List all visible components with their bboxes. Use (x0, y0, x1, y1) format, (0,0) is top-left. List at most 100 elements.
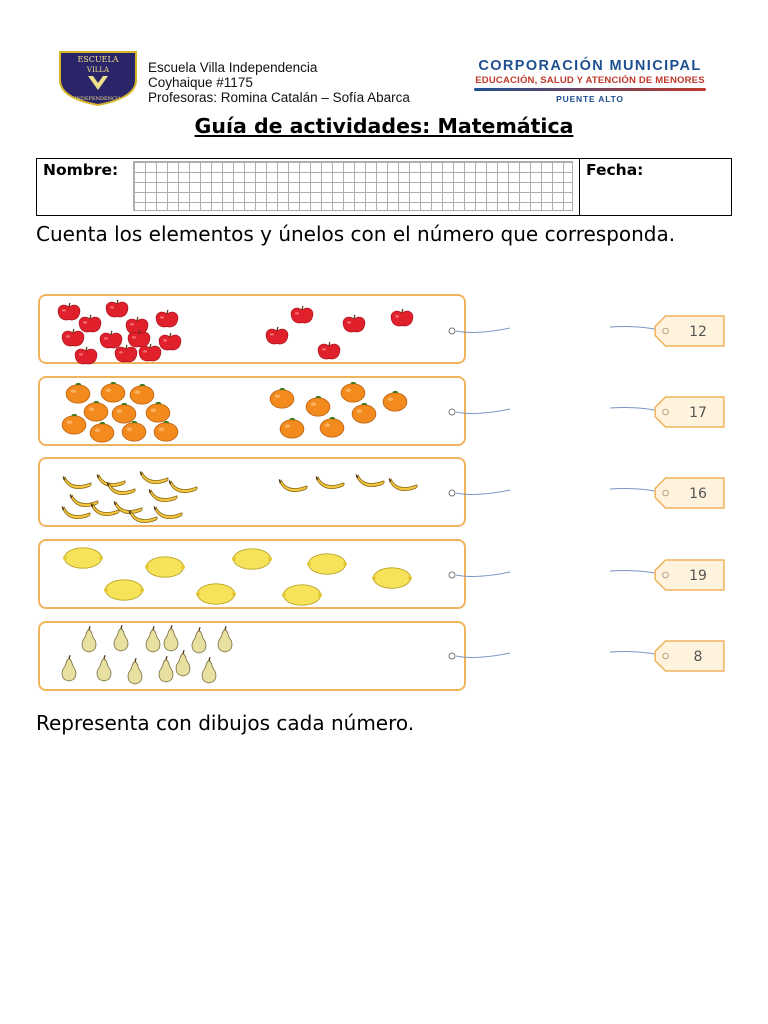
apple-icon (138, 343, 162, 362)
tag-number[interactable]: 12 (689, 324, 707, 340)
orange-icon (61, 413, 87, 435)
lemon-icon (195, 583, 237, 605)
orange-icon (129, 383, 155, 405)
pear-icon (217, 626, 233, 653)
corp-place: PUENTE ALTO (556, 94, 624, 104)
lemon-icon (281, 584, 323, 606)
pear-icon (158, 656, 174, 683)
date-cell[interactable]: Fecha: (580, 159, 731, 215)
name-date-table: Nombre: Fecha: (36, 158, 732, 216)
apple-icon (78, 314, 102, 333)
banana-icon (139, 470, 169, 485)
orange-icon (83, 400, 109, 422)
lemon-icon (144, 556, 186, 578)
lemon-icon (231, 548, 273, 570)
connector-dot[interactable] (448, 327, 456, 335)
handwriting-grid[interactable] (133, 161, 573, 211)
pear-icon (145, 626, 161, 653)
tag-number[interactable]: 19 (689, 568, 707, 584)
corp-subtitle: EDUCACIÓN, SALUD Y ATENCIÓN DE MENORES (475, 75, 705, 86)
apple-icon (127, 329, 151, 348)
orange-icon (340, 381, 366, 403)
pear-icon (61, 655, 77, 682)
pear-icon (96, 655, 112, 682)
banana-icon (278, 478, 308, 493)
connector-dot[interactable] (448, 408, 456, 416)
orange-icon (269, 387, 295, 409)
apple-icon (265, 326, 289, 345)
apple-icon (155, 309, 179, 328)
name-cell[interactable]: Nombre: (37, 159, 580, 215)
lemon-icon (62, 547, 104, 569)
apple-icon (390, 308, 414, 327)
pear-icon (81, 626, 97, 653)
box-string (455, 489, 511, 495)
banana-icon (96, 473, 126, 488)
apple-icon (125, 316, 149, 335)
name-label: Nombre: (43, 161, 119, 179)
banana-icon (315, 475, 345, 490)
school-info: Escuela Villa Independencia Coyhaique #1… (148, 60, 410, 105)
connector-dot[interactable] (448, 652, 456, 660)
fruit-box-pears (38, 621, 466, 691)
connector-dot[interactable] (448, 489, 456, 497)
orange-icon (121, 420, 147, 442)
orange-icon (153, 420, 179, 442)
apple-icon (57, 302, 81, 321)
apple-icon (158, 332, 182, 351)
pear-icon (201, 657, 217, 684)
banana-icon (62, 475, 92, 490)
apple-icon (342, 314, 366, 333)
page-title: Guía de actividades: Matemática (194, 114, 574, 138)
orange-icon (305, 395, 331, 417)
banana-icon (388, 477, 418, 492)
orange-icon (319, 416, 345, 438)
lemon-icon (371, 567, 413, 589)
banana-icon (153, 505, 183, 520)
apple-icon (317, 341, 341, 360)
pear-icon (113, 625, 129, 652)
apple-icon (99, 330, 123, 349)
orange-icon (111, 402, 137, 424)
instruction-count: Cuenta los elementos y únelos con el núm… (36, 222, 676, 246)
tag-number[interactable]: 16 (689, 486, 707, 502)
connector-dot[interactable] (448, 571, 456, 579)
banana-icon (69, 493, 99, 508)
corp-title: CORPORACIÓN MUNICIPAL (478, 58, 702, 74)
apple-icon (74, 346, 98, 365)
teachers: Profesoras: Romina Catalán – Sofía Abarc… (148, 90, 410, 105)
orange-icon (145, 401, 171, 423)
orange-icon (89, 421, 115, 443)
date-label: Fecha: (586, 161, 644, 179)
banana-icon (168, 479, 198, 494)
box-string (455, 408, 511, 414)
banana-icon (148, 488, 178, 503)
apple-icon (114, 344, 138, 363)
corporation-logo: CORPORACIÓN MUNICIPAL EDUCACIÓN, SALUD Y… (468, 58, 712, 104)
logo-text-bottom: INDEPENDENCIA (75, 96, 122, 102)
banana-icon (61, 505, 91, 520)
apple-icon (61, 328, 85, 347)
box-string (455, 652, 511, 658)
orange-icon (279, 417, 305, 439)
apple-icon (290, 305, 314, 324)
orange-icon (382, 390, 408, 412)
logo-text-mid: VILLA (86, 66, 110, 74)
pear-icon (175, 650, 191, 677)
instruction-draw: Representa con dibujos cada número. (36, 711, 415, 735)
banana-icon (355, 473, 385, 488)
orange-icon (100, 381, 126, 403)
number-tag (654, 640, 725, 672)
tag-number[interactable]: 17 (689, 405, 707, 421)
pear-icon (191, 627, 207, 654)
box-string (455, 571, 511, 577)
orange-icon (65, 382, 91, 404)
tag-number[interactable]: 8 (694, 649, 703, 665)
orange-icon (351, 402, 377, 424)
logo-text-top: ESCUELA (77, 55, 118, 64)
school-name: Escuela Villa Independencia (148, 60, 318, 75)
apple-icon (105, 299, 129, 318)
pear-icon (127, 658, 143, 685)
lemon-icon (103, 579, 145, 601)
